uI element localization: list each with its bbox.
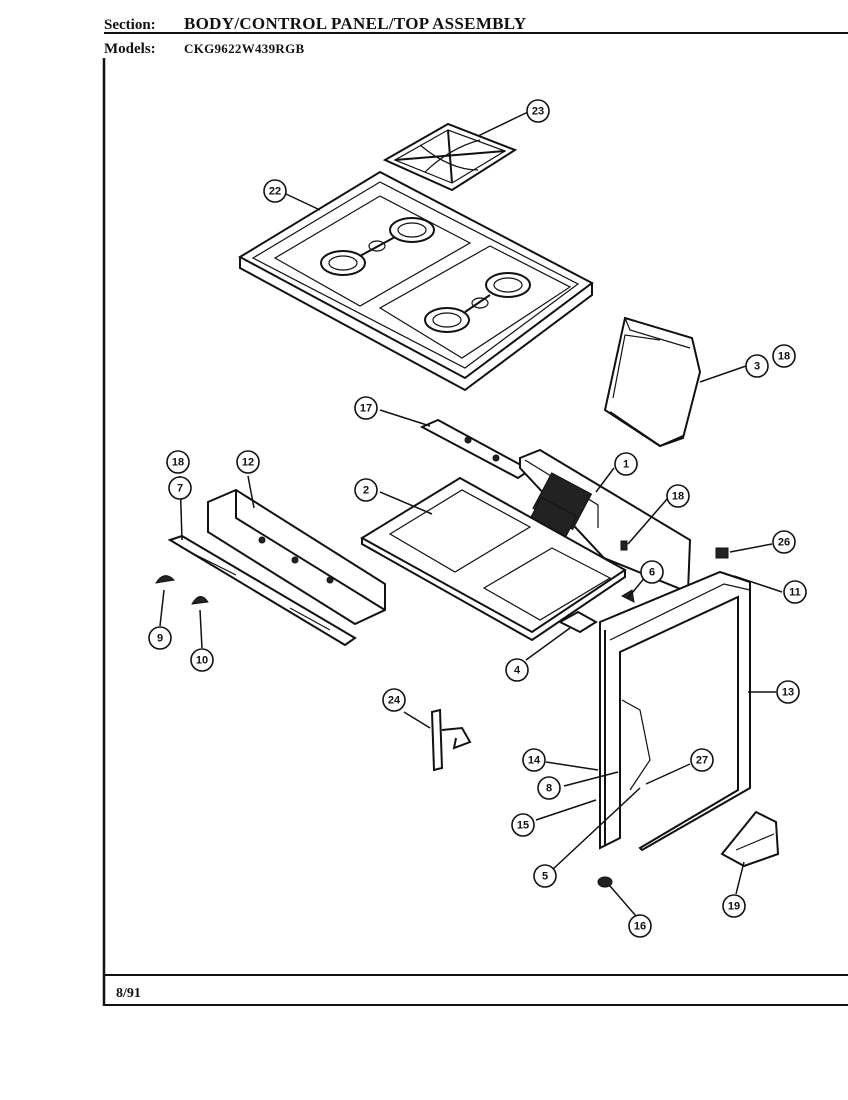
callout-label: 3 — [754, 361, 760, 373]
leader-lines — [159, 111, 783, 917]
side-trim-panel — [603, 316, 702, 448]
callout-label: 12 — [242, 457, 254, 469]
screw — [620, 540, 628, 551]
callout-12: 12 — [236, 450, 260, 474]
callout-label: 26 — [778, 537, 790, 549]
callout-7: 7 — [168, 476, 192, 500]
callout-17: 17 — [354, 396, 378, 420]
door-hinge — [430, 708, 472, 772]
callout-label: 6 — [649, 567, 655, 579]
callout-24: 24 — [382, 688, 406, 712]
burner-knob — [154, 575, 176, 584]
callout-label: 18 — [172, 457, 184, 469]
callout-13: 13 — [776, 680, 800, 704]
callout-label: 24 — [388, 695, 401, 707]
callout-11: 11 — [783, 580, 807, 604]
callout-3: 3 — [745, 354, 769, 378]
callout-9: 9 — [148, 626, 172, 650]
callout-2: 2 — [354, 478, 378, 502]
hinge-pin — [620, 589, 635, 603]
callout-19: 19 — [722, 894, 746, 918]
control-panel — [207, 488, 386, 626]
bracket — [557, 610, 598, 634]
control-panel-rail — [419, 418, 532, 480]
callout-label: 18 — [672, 491, 684, 503]
section-title: BODY/CONTROL PANEL/TOP ASSEMBLY — [184, 14, 527, 33]
callout-8: 8 — [537, 776, 561, 800]
callout-label: 5 — [542, 871, 548, 883]
callout-label: 16 — [634, 921, 646, 933]
callout-26: 26 — [772, 530, 796, 554]
oven-knob — [191, 596, 209, 605]
callout-label: 18 — [778, 351, 790, 363]
callout-label: 10 — [196, 655, 208, 667]
cooktop-main-top — [237, 170, 594, 392]
callout-label: 1 — [623, 459, 629, 471]
callout-label: 22 — [269, 186, 281, 198]
oven-door-frame — [599, 570, 751, 852]
top-drip-pan — [360, 476, 627, 642]
callout-label: 17 — [360, 403, 372, 415]
callout-23: 23 — [526, 99, 550, 123]
callout-5: 5 — [533, 864, 557, 888]
revision-date: 8/91 — [116, 986, 141, 1001]
callout-label: 9 — [157, 633, 163, 645]
callout-1: 1 — [614, 452, 638, 476]
callout-10: 10 — [190, 648, 214, 672]
callout-label: 4 — [514, 665, 521, 677]
callout-15: 15 — [511, 813, 535, 837]
callout-label: 8 — [546, 783, 552, 795]
callout-label: 7 — [177, 483, 183, 495]
burner-grate — [382, 122, 518, 192]
callout-18c: 18 — [666, 484, 690, 508]
callout-22: 22 — [263, 179, 287, 203]
callout-4: 4 — [505, 658, 529, 682]
callout-14: 14 — [522, 748, 546, 772]
model-number: CKG9622W439RGB — [184, 41, 305, 56]
models-label: Models: — [104, 41, 156, 57]
section-label: Section: — [104, 17, 156, 33]
callout-16: 16 — [628, 914, 652, 938]
callout-18b: 18 — [166, 450, 190, 474]
callout-label: 23 — [532, 106, 544, 118]
callout-27: 27 — [690, 748, 714, 772]
callout-label: 13 — [782, 687, 794, 699]
callout-label: 2 — [363, 485, 369, 497]
mounting-bracket — [720, 810, 780, 868]
callout-label: 11 — [789, 587, 801, 599]
callout-label: 15 — [517, 820, 529, 832]
leveling-leg — [597, 876, 613, 888]
callout-label: 27 — [696, 755, 708, 767]
callout-6: 6 — [640, 560, 664, 584]
callout-18a: 18 — [772, 344, 796, 368]
clip — [715, 547, 729, 559]
callout-label: 14 — [528, 755, 541, 767]
manifold-panel — [167, 534, 357, 647]
callout-label: 19 — [728, 901, 740, 913]
page-frame — [102, 32, 848, 1006]
